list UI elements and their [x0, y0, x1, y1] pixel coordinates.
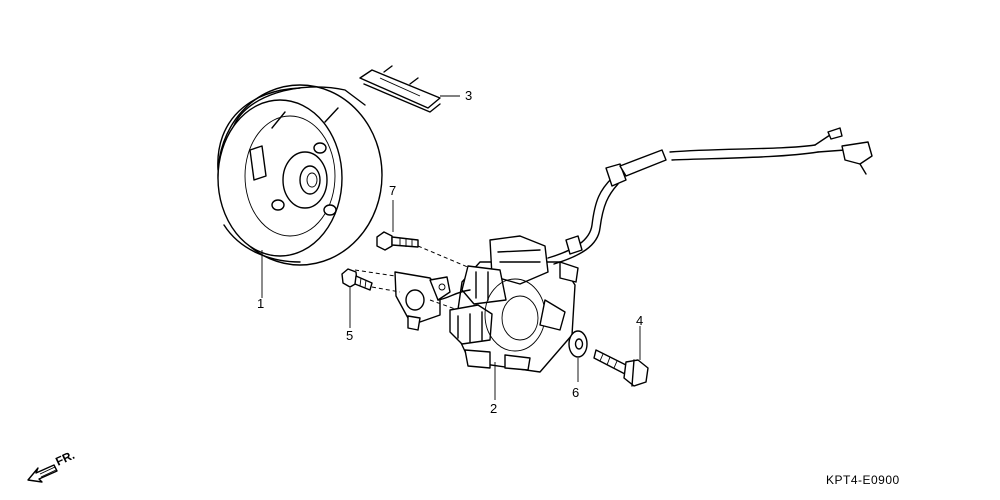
flywheel-rotor[interactable]: [217, 84, 383, 266]
callout-2[interactable]: 2: [490, 401, 497, 416]
bolt-7[interactable]: [376, 231, 419, 251]
callout-3[interactable]: 3: [465, 88, 472, 103]
callout-7[interactable]: 7: [389, 183, 396, 198]
wire-harness[interactable]: [547, 127, 873, 265]
bolt-4[interactable]: [593, 349, 649, 387]
callout-6[interactable]: 6: [572, 385, 579, 400]
stator-assembly[interactable]: [437, 235, 579, 373]
callout-4[interactable]: 4: [636, 313, 643, 328]
front-label: FR.: [53, 448, 76, 469]
bolt-5[interactable]: [341, 268, 373, 291]
front-direction-indicator: FR.: [27, 448, 77, 483]
leader-lines: [261, 95, 641, 400]
diagram-code: KPT4-E0900: [826, 473, 900, 487]
callout-1[interactable]: 1: [257, 296, 264, 311]
callout-5[interactable]: 5: [346, 328, 353, 343]
washer-6[interactable]: [568, 330, 588, 358]
pulse-generator[interactable]: [394, 271, 451, 331]
wire-clip[interactable]: [359, 65, 441, 113]
front-direction-arrow-icon: [27, 464, 58, 483]
